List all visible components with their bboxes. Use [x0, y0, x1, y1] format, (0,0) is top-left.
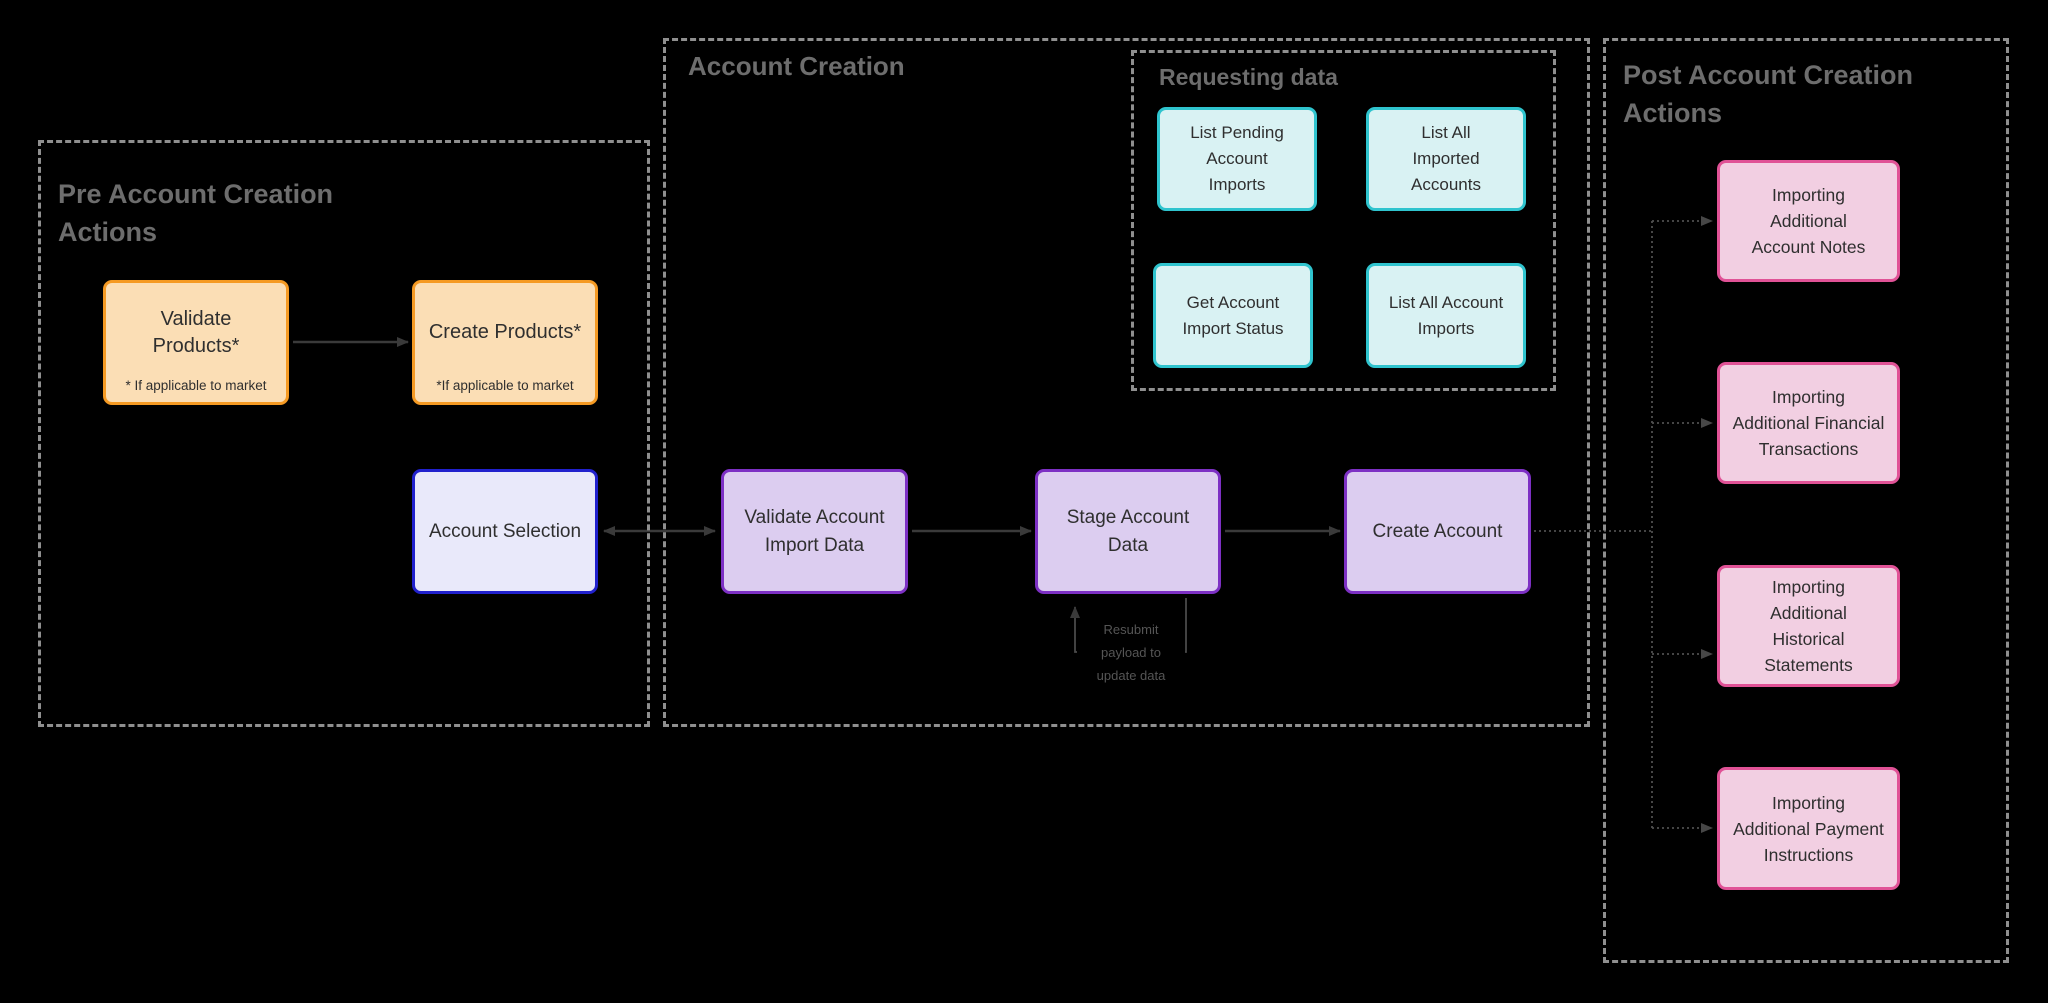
node-validate-account-import-data: Validate Account Import Data — [721, 469, 908, 594]
container-post-account-creation — [1603, 38, 2009, 963]
node-importing-additional-payment-instructions: Importing Additional Payment Instruction… — [1717, 767, 1900, 890]
node-label: Create Account — [1372, 520, 1503, 542]
node-importing-additional-account-notes: Importing Additional Account Notes — [1717, 160, 1900, 282]
node-validate-products: Validate Products* * If applicable to ma… — [103, 280, 289, 405]
node-get-account-import-status: Get Account Import Status — [1153, 263, 1313, 368]
node-label: Account Selection — [428, 520, 582, 542]
node-account-selection: Account Selection — [412, 469, 598, 594]
resubmit-loop-label: Resubmit payload to update data — [1077, 618, 1185, 687]
post-account-creation-title: Post Account Creation Actions — [1623, 60, 1914, 128]
node-label: List All Imported Accounts — [1411, 123, 1481, 194]
node-footnote: * If applicable to market — [125, 378, 267, 393]
node-label: Validate Products* — [152, 307, 240, 357]
node-label: Stage Account Data — [1066, 506, 1190, 556]
node-label: List Pending Account Imports — [1190, 123, 1284, 194]
node-footnote: *If applicable to market — [436, 378, 574, 393]
node-list-pending-account-imports: List Pending Account Imports — [1157, 107, 1317, 211]
pre-account-creation-title: Pre Account Creation Actions — [58, 179, 334, 247]
node-label: Get Account Import Status — [1182, 292, 1284, 338]
node-label: Create Products* — [428, 321, 582, 343]
node-label: Importing Additional Account Notes — [1751, 185, 1866, 257]
container-account-creation — [663, 38, 1590, 727]
account-creation-title: Account Creation — [688, 51, 905, 81]
node-importing-additional-financial-transactions: Importing Additional Financial Transacti… — [1717, 362, 1900, 484]
container-requesting-data — [1131, 50, 1556, 391]
node-label: List All Account Imports — [1388, 292, 1504, 338]
node-create-products: Create Products* *If applicable to marke… — [412, 280, 598, 405]
node-create-account: Create Account — [1344, 469, 1531, 594]
container-pre-account-creation — [38, 140, 650, 727]
node-label: Importing Additional Payment Instruction… — [1733, 792, 1884, 865]
node-list-all-account-imports: List All Account Imports — [1366, 263, 1526, 368]
node-label: Importing Additional Historical Statemen… — [1764, 577, 1853, 675]
node-stage-account-data: Stage Account Data — [1035, 469, 1221, 594]
node-label: Importing Additional Financial Transacti… — [1732, 387, 1885, 459]
node-list-all-imported-accounts: List All Imported Accounts — [1366, 107, 1526, 211]
node-importing-additional-historical-statements: Importing Additional Historical Statemen… — [1717, 565, 1900, 687]
node-label: Validate Account Import Data — [744, 506, 885, 556]
requesting-data-title: Requesting data — [1159, 64, 1338, 90]
